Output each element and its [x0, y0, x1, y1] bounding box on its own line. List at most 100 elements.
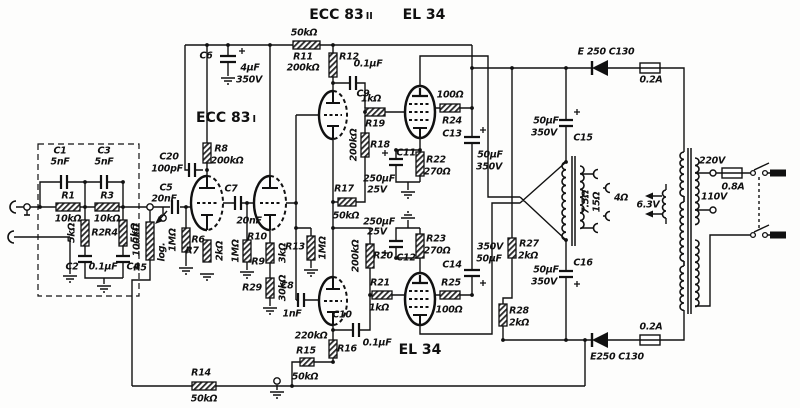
output-transformer [561, 156, 585, 246]
label-c2-ref: C2 [65, 261, 79, 273]
label-r9-ref: R9 [251, 256, 265, 268]
cap-c9 [348, 76, 358, 90]
label-r13-value: 1MΩ [317, 236, 329, 260]
pot-wiper-arrow [155, 210, 168, 224]
fuse-bottom [639, 334, 661, 346]
polarity-marks [239, 48, 580, 287]
resistors [55, 40, 517, 391]
rectifier-diode-bottom [590, 332, 608, 348]
label-c6-value: 4µF [240, 62, 260, 74]
resistor-r28 [498, 303, 508, 327]
label-c3-ref: C3 [97, 145, 111, 157]
cap-c5 [170, 200, 180, 214]
rectifier-diode-top [590, 60, 608, 76]
title-el34-bottom: EL 34 [398, 342, 442, 358]
label-c14-value: 350V [477, 241, 503, 253]
label-r11-ref: R11 [293, 51, 313, 63]
power-transformer [679, 148, 700, 314]
ot-primary-coil [561, 161, 567, 241]
cap-c2 [78, 254, 92, 264]
cap-c15 [559, 118, 573, 128]
resistor-r18 [360, 132, 370, 158]
cap-c16 [559, 269, 573, 279]
label-c9-value: 0.1µF [353, 58, 383, 70]
label-c10-value: 0.1µF [362, 337, 392, 349]
tube-ecc83-i-triode1 [189, 174, 224, 232]
resistor-r15 [299, 357, 315, 367]
label-r5-value: 100kΩ [131, 223, 143, 257]
label-r12-value: 200kΩ [286, 62, 320, 74]
label-c16-value2: 350V [531, 276, 557, 288]
label-c16-value: 50µF [533, 264, 559, 276]
input-filter-box [37, 143, 140, 297]
title-ecc83-ii-numeral: II [365, 11, 373, 22]
label-c14-value2: 50µF [476, 253, 502, 265]
label-r14-value: 50kΩ [190, 393, 218, 405]
ot-secondary-coil [579, 165, 585, 230]
cap-c11 [389, 157, 403, 167]
label-r6-value: 1MΩ [167, 228, 179, 252]
label-r21-ref: R21 [370, 277, 390, 289]
label-r16-ref: R16 [337, 343, 357, 355]
label-r23-ref: R23 [426, 233, 446, 245]
cap-c6 [220, 54, 236, 64]
fuse-mains [721, 167, 743, 179]
label-r20-value: 200kΩ [350, 239, 362, 273]
label-r16-value: 220kΩ [294, 330, 328, 342]
cap-c13 [464, 135, 480, 145]
label-c4-ref: C4 [126, 261, 140, 273]
mains-plug-prongs [770, 169, 786, 239]
resistor-r17 [337, 197, 357, 207]
label-c20-ref: C20 [159, 151, 179, 163]
label-r7-ref: R7 [185, 245, 199, 257]
label-mains-220: 220V [699, 155, 725, 167]
label-r7-value: 2kΩ [214, 240, 226, 262]
label-r2-ref: R2 [91, 227, 105, 239]
label-r17-ref: R17 [334, 183, 354, 195]
label-c11-value2: 25V [367, 184, 387, 196]
pt-primary-coil-1 [694, 157, 700, 226]
resistor-r3 [94, 202, 120, 212]
label-r20-ref: R20 [373, 250, 393, 262]
cap-c8 [296, 293, 306, 307]
label-r3-ref: R3 [100, 190, 114, 202]
cap-c7 [233, 196, 243, 210]
label-r11-value: 50kΩ [290, 27, 318, 39]
label-c10-ref: C10 [332, 309, 352, 321]
label-r22-ref: R22 [426, 154, 446, 166]
pt-hv-coil-2 [679, 201, 685, 262]
label-c5-value: 20nF [151, 193, 177, 205]
label-fuse-top: 0.2A [639, 74, 663, 86]
input-jack-bottom [7, 230, 15, 244]
label-tap-15: 15Ω [591, 191, 603, 213]
label-c13-value2: 350V [476, 161, 502, 173]
cap-c20 [187, 163, 197, 177]
resistor-r19 [364, 107, 386, 117]
resistor-r24 [439, 103, 461, 113]
label-fuse-mains: 0.8A [721, 181, 745, 193]
label-c15-value2: 350V [531, 127, 557, 139]
label-r3-value: 10kΩ [93, 213, 121, 225]
title-ecc83-i-base: ECC 83 [195, 110, 251, 126]
label-mains-110: 110V [701, 191, 727, 203]
title-ecc83-i-numeral: I [252, 114, 257, 125]
resistor-r14 [191, 381, 217, 391]
resistor-r29 [265, 277, 275, 299]
potentiometer-r5 [145, 221, 155, 261]
resistor-r2 [80, 219, 90, 247]
label-r2-value: 5kΩ [66, 222, 78, 244]
label-tap-7-5: 7.5Ω [580, 190, 592, 214]
label-r12-ref: R12 [339, 51, 359, 63]
label-r21-value: 1kΩ [368, 302, 390, 314]
label-c6-value2: 350V [236, 74, 262, 86]
resistor-r27 [507, 237, 517, 259]
label-fuse-bottom: 0.2A [639, 321, 663, 333]
resistor-r1 [55, 202, 81, 212]
fuses [639, 62, 743, 346]
resistor-r21 [371, 290, 393, 300]
heater-winding [645, 189, 667, 219]
